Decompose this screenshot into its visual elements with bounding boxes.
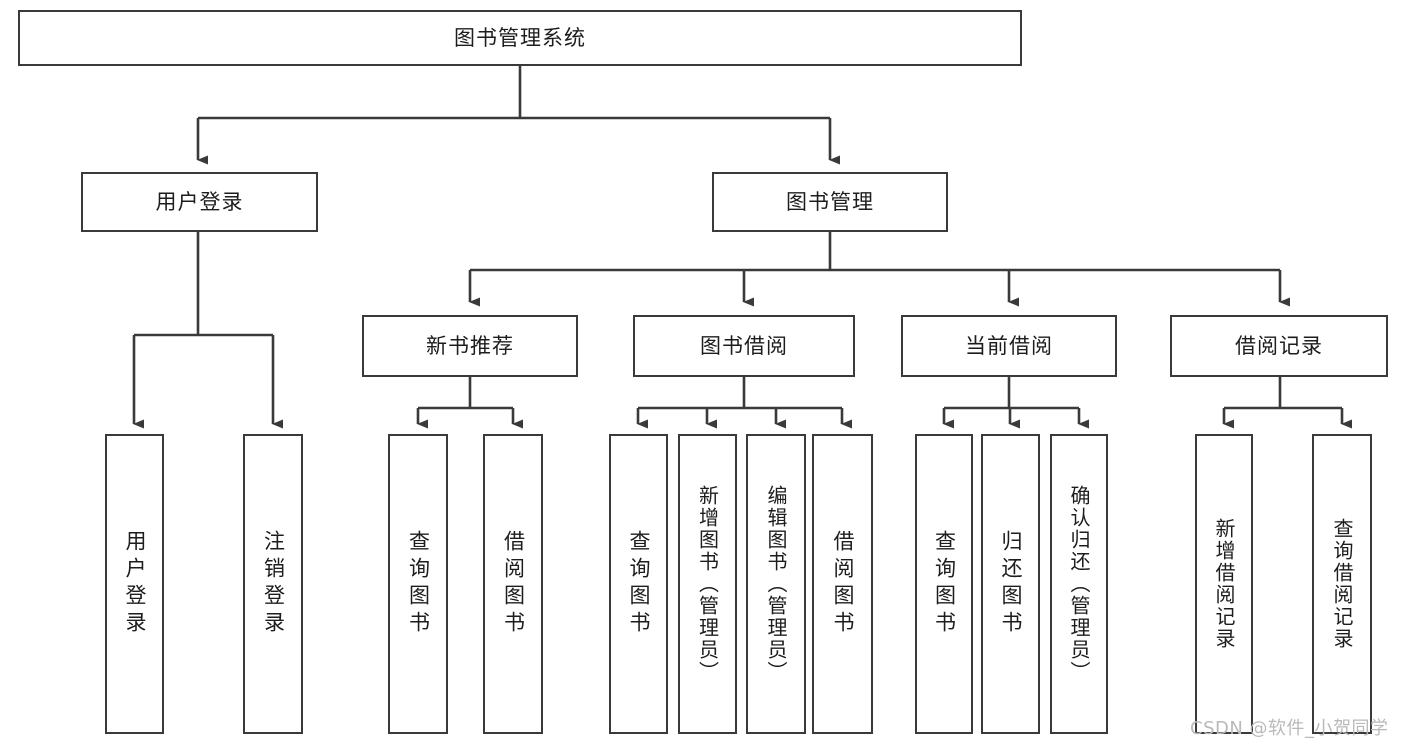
node-leaf-edit-book[interactable]: 编辑图书（管理员） — [746, 434, 806, 734]
node-leaf-query-book-3[interactable]: 查询图书 — [915, 434, 973, 734]
node-leaf-confirm-return-label: 确认归还（管理员） — [1067, 485, 1091, 683]
node-leaf-borrow-book-2[interactable]: 借阅图书 — [812, 434, 873, 734]
node-leaf-user-login[interactable]: 用户登录 — [105, 434, 164, 734]
node-book-manage-label: 图书管理 — [786, 189, 874, 214]
node-leaf-query-book-1[interactable]: 查询图书 — [388, 434, 448, 734]
node-current-borrow-label: 当前借阅 — [965, 333, 1053, 358]
node-leaf-add-book[interactable]: 新增图书（管理员） — [678, 434, 737, 734]
node-leaf-query-book-2-label: 查询图书 — [627, 530, 651, 638]
node-leaf-user-login-label: 用户登录 — [123, 530, 147, 638]
node-leaf-query-book-1-label: 查询图书 — [406, 530, 431, 638]
node-leaf-add-record-label: 新增借阅记录 — [1212, 518, 1236, 650]
node-user-login-label: 用户登录 — [155, 189, 244, 214]
node-root-label: 图书管理系统 — [454, 25, 586, 50]
node-leaf-logout-login-label: 注销登录 — [261, 530, 286, 638]
node-new-book-recommend[interactable]: 新书推荐 — [362, 315, 578, 377]
node-leaf-borrow-book-1-label: 借阅图书 — [501, 530, 526, 638]
node-root[interactable]: 图书管理系统 — [18, 10, 1022, 66]
node-leaf-query-record[interactable]: 查询借阅记录 — [1312, 434, 1372, 734]
node-leaf-query-book-3-label: 查询图书 — [932, 530, 957, 638]
node-leaf-query-book-2[interactable]: 查询图书 — [609, 434, 668, 734]
node-leaf-return-book-label: 归还图书 — [999, 530, 1023, 638]
node-leaf-add-record[interactable]: 新增借阅记录 — [1195, 434, 1253, 734]
node-leaf-edit-book-label: 编辑图书（管理员） — [764, 485, 788, 683]
node-leaf-add-book-label: 新增图书（管理员） — [695, 485, 720, 683]
node-leaf-borrow-book-1[interactable]: 借阅图书 — [483, 434, 543, 734]
node-book-borrow-label: 图书借阅 — [700, 333, 788, 358]
node-book-borrow[interactable]: 图书借阅 — [633, 315, 855, 377]
node-leaf-return-book[interactable]: 归还图书 — [981, 434, 1040, 734]
node-new-book-recommend-label: 新书推荐 — [426, 333, 514, 358]
node-book-manage[interactable]: 图书管理 — [712, 172, 948, 232]
node-current-borrow[interactable]: 当前借阅 — [901, 315, 1117, 377]
csdn-watermark: CSDN @软件_小贺同学 — [1190, 718, 1389, 739]
node-leaf-query-record-label: 查询借阅记录 — [1330, 518, 1354, 650]
node-leaf-borrow-book-2-label: 借阅图书 — [831, 530, 855, 638]
node-leaf-confirm-return[interactable]: 确认归还（管理员） — [1050, 434, 1108, 734]
node-leaf-logout-login[interactable]: 注销登录 — [243, 434, 303, 734]
node-user-login[interactable]: 用户登录 — [81, 172, 318, 232]
node-borrow-record-label: 借阅记录 — [1235, 333, 1323, 358]
node-borrow-record[interactable]: 借阅记录 — [1170, 315, 1388, 377]
